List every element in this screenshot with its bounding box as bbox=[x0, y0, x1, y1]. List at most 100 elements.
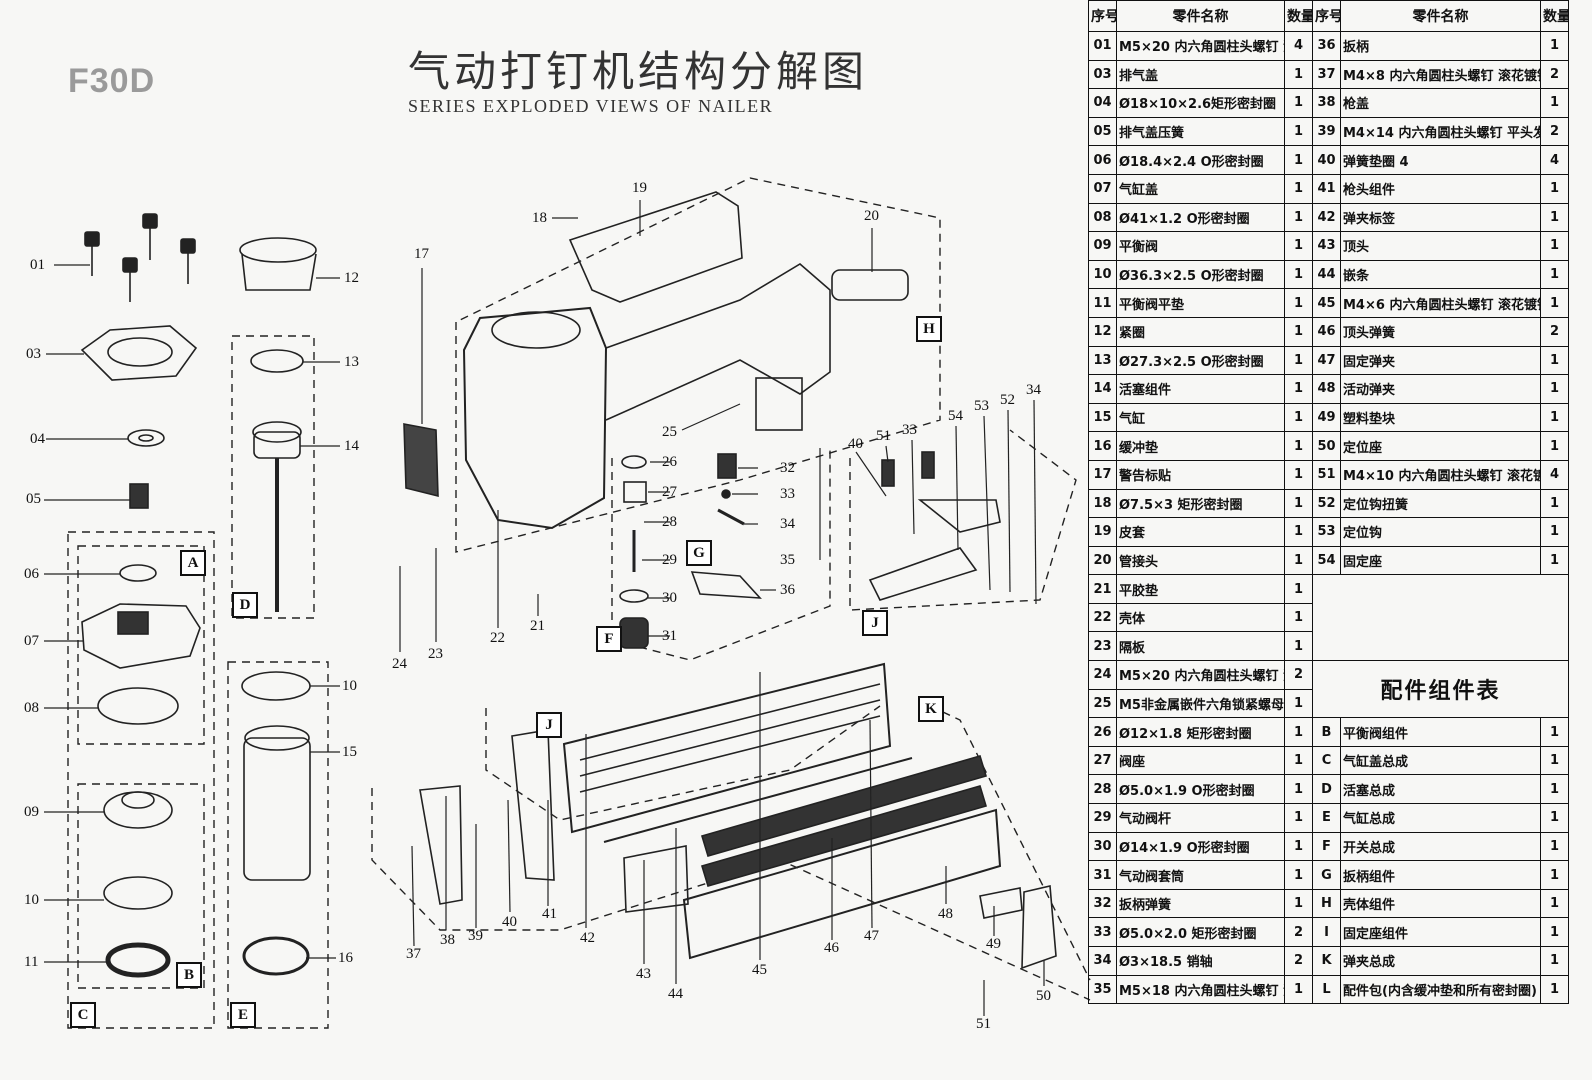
cell-name: Ø5.0×1.9 O形密封圈 bbox=[1116, 774, 1285, 805]
cell-name: 开关总成 bbox=[1340, 831, 1541, 862]
cell-no: 16 bbox=[1088, 431, 1117, 461]
cell-name: 固定弹夹 bbox=[1340, 345, 1541, 376]
cell-no: 21 bbox=[1088, 574, 1117, 604]
part-label-30: 30 bbox=[662, 590, 677, 606]
cell-qty: 1 bbox=[1284, 145, 1313, 175]
cell-no: 08 bbox=[1088, 202, 1117, 233]
cell-name: 固定座组件 bbox=[1340, 917, 1541, 947]
part-label-03: 03 bbox=[26, 346, 41, 362]
cell-name: 警告标贴 bbox=[1116, 459, 1285, 490]
cell-name: M4×10 内六角圆柱头螺钉 滚花镀镍 bbox=[1340, 459, 1541, 490]
cell-no: H bbox=[1312, 888, 1341, 919]
part-label-27: 27 bbox=[662, 484, 677, 500]
cell-qty: 4 bbox=[1540, 459, 1569, 490]
cell-name: 排气盖 bbox=[1116, 59, 1285, 90]
cell-name: 隔板 bbox=[1116, 631, 1285, 662]
cell-name: Ø18.4×2.4 O形密封圈 bbox=[1116, 145, 1285, 175]
cell-qty: 1 bbox=[1540, 745, 1569, 776]
parts-table-header: 序号 零件名称 数量 序号 零件名称 数量 bbox=[1088, 0, 1569, 32]
cell-no: 41 bbox=[1312, 173, 1341, 204]
cell-qty: 1 bbox=[1540, 831, 1569, 862]
part-label-33: 33 bbox=[780, 486, 795, 502]
cell-no: 40 bbox=[1312, 145, 1341, 175]
header-qty-left: 数量 bbox=[1284, 0, 1313, 32]
cell-qty: 1 bbox=[1284, 402, 1313, 433]
title-chinese: 气动打钉机结构分解图 bbox=[408, 47, 869, 96]
cell-name: 平衡阀组件 bbox=[1340, 717, 1541, 747]
cell-qty: 1 bbox=[1284, 202, 1313, 233]
cell-name: 皮套 bbox=[1116, 517, 1285, 547]
cell-name: 扳柄弹簧 bbox=[1116, 888, 1285, 919]
cell-name: 弹夹标签 bbox=[1340, 202, 1541, 233]
part-label-46: 46 bbox=[824, 940, 839, 956]
cell-no: 18 bbox=[1088, 488, 1117, 519]
part-label-40b: 40 bbox=[502, 914, 517, 930]
part-label-47: 47 bbox=[864, 928, 879, 944]
cell-name: 配件包(内含缓冲垫和所有密封圈) bbox=[1340, 974, 1541, 1005]
part-label-48: 48 bbox=[938, 906, 953, 922]
group-box-f: F bbox=[596, 626, 622, 652]
part-label-50: 50 bbox=[1036, 988, 1051, 1004]
cell-no: 44 bbox=[1312, 259, 1341, 290]
part-label-09: 09 bbox=[24, 804, 39, 820]
cell-name: 定位钩扭簧 bbox=[1340, 488, 1541, 519]
model-number: F30D bbox=[68, 62, 156, 100]
cell-no: 30 bbox=[1088, 831, 1117, 862]
cell-no: 06 bbox=[1088, 145, 1117, 175]
cell-no: 10 bbox=[1088, 259, 1117, 290]
cell-qty: 1 bbox=[1284, 345, 1313, 376]
group-box-d: D bbox=[232, 592, 258, 618]
diagram-drawing bbox=[44, 177, 1091, 1029]
cell-qty: 4 bbox=[1540, 145, 1569, 175]
cell-no: 52 bbox=[1312, 488, 1341, 519]
cell-qty: 1 bbox=[1284, 88, 1313, 118]
cell-no: 32 bbox=[1088, 888, 1117, 919]
part-label-17: 17 bbox=[414, 246, 429, 262]
header-qty-right: 数量 bbox=[1540, 0, 1569, 32]
cell-no: 27 bbox=[1088, 745, 1117, 776]
part-label-42: 42 bbox=[580, 930, 595, 946]
cell-name: 紧圈 bbox=[1116, 316, 1285, 347]
group-box-e: E bbox=[230, 1002, 256, 1028]
cell-no: L bbox=[1312, 974, 1341, 1005]
cell-no: 11 bbox=[1088, 288, 1117, 318]
part-label-01: 01 bbox=[30, 257, 45, 273]
cell-qty: 1 bbox=[1284, 631, 1313, 662]
cell-qty: 1 bbox=[1540, 431, 1569, 461]
part-label-06: 06 bbox=[24, 566, 39, 582]
cell-qty: 1 bbox=[1284, 974, 1313, 1005]
cell-name: M4×14 内六角圆柱头螺钉 平头发黑 bbox=[1340, 116, 1541, 147]
cell-name: 活塞总成 bbox=[1340, 774, 1541, 805]
part-label-32: 32 bbox=[780, 460, 795, 476]
part-label-43: 43 bbox=[636, 966, 651, 982]
cell-no: 13 bbox=[1088, 345, 1117, 376]
cell-name: 顶头 bbox=[1340, 231, 1541, 261]
cell-qty: 2 bbox=[1284, 917, 1313, 947]
cell-no: G bbox=[1312, 860, 1341, 890]
part-label-20: 20 bbox=[864, 208, 879, 224]
part-label-04: 04 bbox=[30, 431, 45, 447]
exploded-diagram: F30D 气动打钉机结构分解图 SERIES EXPLODED VIEWS OF… bbox=[24, 47, 1091, 1032]
cell-qty: 1 bbox=[1540, 803, 1569, 833]
cell-qty: 1 bbox=[1540, 374, 1569, 404]
cell-qty: 1 bbox=[1540, 717, 1569, 747]
cell-qty: 1 bbox=[1284, 374, 1313, 404]
cell-name: 枪头组件 bbox=[1340, 173, 1541, 204]
part-label-16: 16 bbox=[338, 950, 353, 966]
cell-no: 24 bbox=[1088, 660, 1117, 690]
cell-no: 42 bbox=[1312, 202, 1341, 233]
cell-qty: 1 bbox=[1284, 459, 1313, 490]
cell-qty: 1 bbox=[1540, 774, 1569, 805]
cell-no: 38 bbox=[1312, 88, 1341, 118]
cell-name: Ø27.3×2.5 O形密封圈 bbox=[1116, 345, 1285, 376]
cell-no: E bbox=[1312, 803, 1341, 833]
cell-no: 51 bbox=[1312, 459, 1341, 490]
cell-no: 29 bbox=[1088, 803, 1117, 833]
